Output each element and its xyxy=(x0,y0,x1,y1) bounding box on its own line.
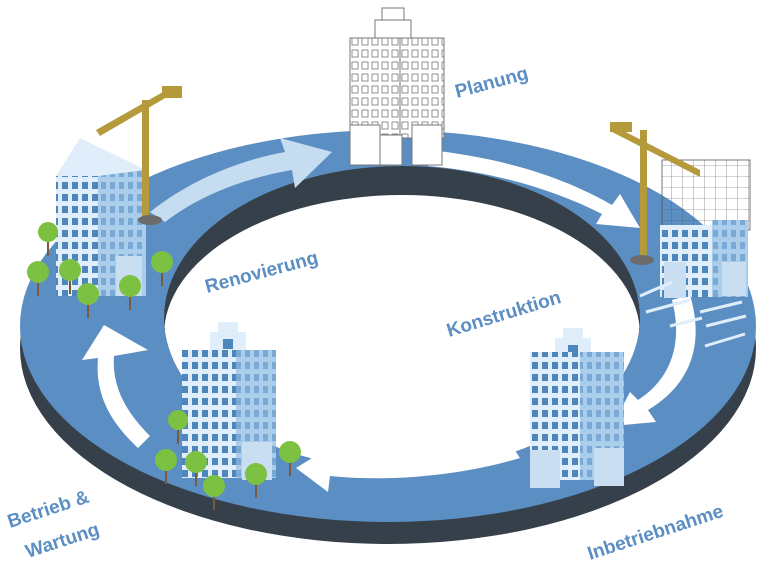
arrow-inbetriebnahme-to-betrieb xyxy=(296,442,520,492)
arrow-planung-to-konstruktion xyxy=(428,150,640,228)
arrow-betrieb-to-renovierung xyxy=(82,325,150,448)
planning-building xyxy=(349,7,445,166)
construction-crane xyxy=(610,122,700,265)
renovation-site xyxy=(56,86,182,296)
trees-left xyxy=(27,222,173,318)
ring-inner-wall xyxy=(164,166,640,335)
building-materials xyxy=(639,280,747,348)
label-inbetriebnahme: Inbetriebnahme xyxy=(585,501,726,565)
label-planung: Planung xyxy=(453,63,531,103)
commissioning-building xyxy=(530,328,624,488)
label-betrieb-wartung-line2: Wartung xyxy=(23,519,102,563)
trees-bottom-left xyxy=(155,410,301,510)
arrow-renovierung-to-planung xyxy=(150,138,332,222)
renovation-crane xyxy=(96,86,182,225)
construction-site xyxy=(610,122,751,348)
